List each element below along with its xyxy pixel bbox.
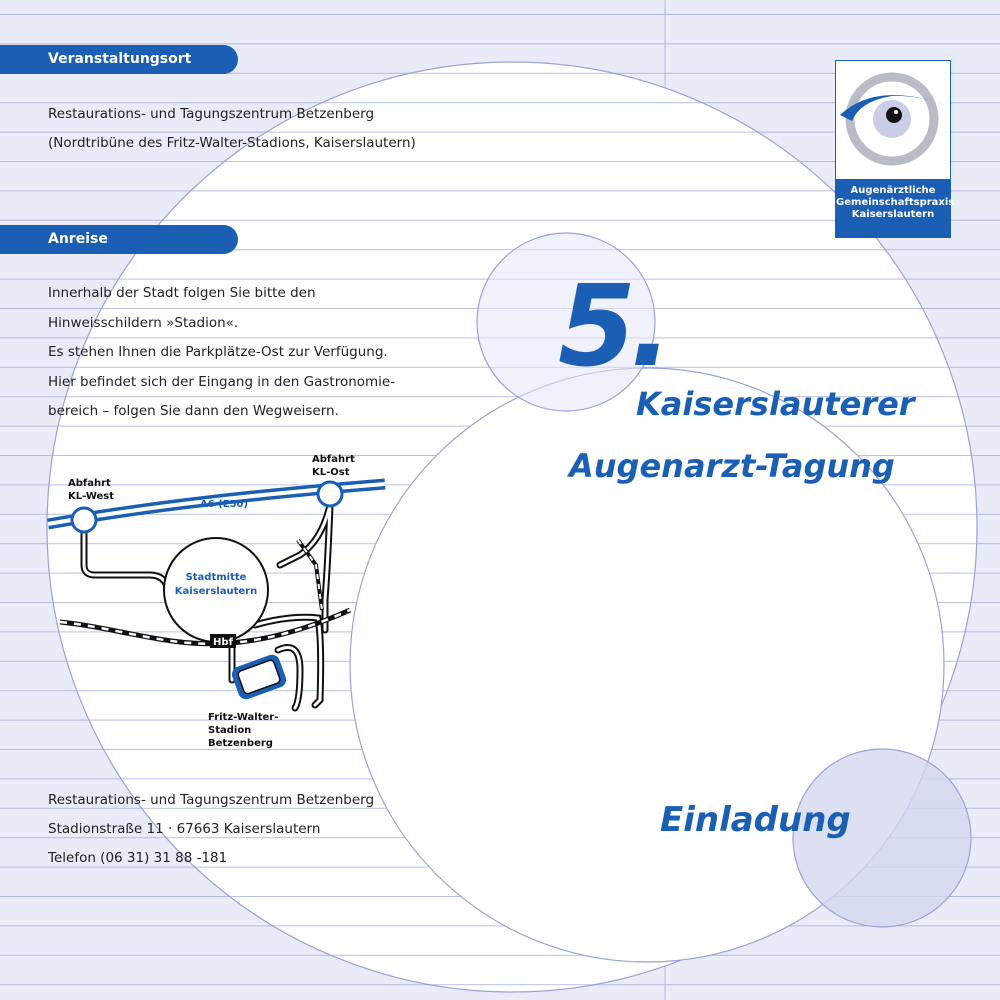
city-center-label-2: Kaiserslautern — [175, 586, 257, 597]
arrival-line-5: bereich – folgen Sie dann den Wegweisern… — [48, 403, 339, 419]
venue-line-2: (Nordtribüne des Fritz-Walter-Stadions, … — [48, 135, 416, 151]
venue-line-1: Restaurations- und Tagungszentrum Betzen… — [48, 106, 375, 122]
exit-west-label-1: Abfahrt — [68, 478, 111, 489]
arrival-line-2: Hinweisschildern »Stadion«. — [48, 315, 239, 331]
logo-line-3: Kaiserslautern — [851, 209, 935, 220]
exit-west-marker — [70, 506, 98, 534]
eye-icon — [840, 72, 946, 166]
event-number: 5. — [558, 262, 673, 392]
logo-text: Augenärztliche Gemeinschaftspraxis Kaise… — [836, 179, 955, 237]
logo-line-1: Augenärztliche — [850, 185, 936, 196]
highway-label: A6 (E50) — [200, 499, 248, 510]
event-title-line-1: Kaiserslauterer — [636, 385, 915, 423]
address-line-3: Telefon (06 31) 31 88 -181 — [48, 850, 228, 866]
practice-logo: Augenärztliche Gemeinschaftspraxis Kaise… — [835, 60, 955, 238]
stadium-label-1: Fritz-Walter- — [208, 712, 278, 723]
venue-heading: Veranstaltungsort — [0, 45, 238, 74]
station-marker — [210, 634, 236, 648]
arrival-line-3: Es stehen Ihnen die Parkplätze-Ost zur V… — [48, 344, 388, 360]
city-center-label-1: Stadtmitte — [186, 572, 247, 583]
exit-east-label-1: Abfahrt — [312, 454, 355, 465]
event-title-line-2: Augenarzt-Tagung — [569, 447, 895, 485]
stadium-label-3: Betzenberg — [208, 738, 273, 749]
arrival-line-1: Innerhalb der Stadt folgen Sie bitte den — [48, 285, 316, 301]
arrival-line-4: Hier befindet sich der Eingang in den Ga… — [48, 374, 396, 390]
exit-west-label-2: KL-West — [68, 491, 114, 502]
logo-line-2: Gemeinschaftspraxis — [836, 197, 955, 208]
arrival-heading: Anreise — [0, 225, 238, 254]
exit-east-label-2: KL-Ost — [312, 467, 350, 478]
stadium-label-2: Stadion — [208, 725, 251, 736]
stadium-icon — [231, 654, 287, 700]
address-line-1: Restaurations- und Tagungszentrum Betzen… — [48, 792, 375, 808]
address-line-2: Stadionstraße 11 · 67663 Kaiserslautern — [48, 821, 321, 837]
event-subtitle: Einladung — [660, 800, 851, 840]
exit-east-marker — [316, 480, 344, 508]
station-label: Hbf — [213, 637, 234, 648]
